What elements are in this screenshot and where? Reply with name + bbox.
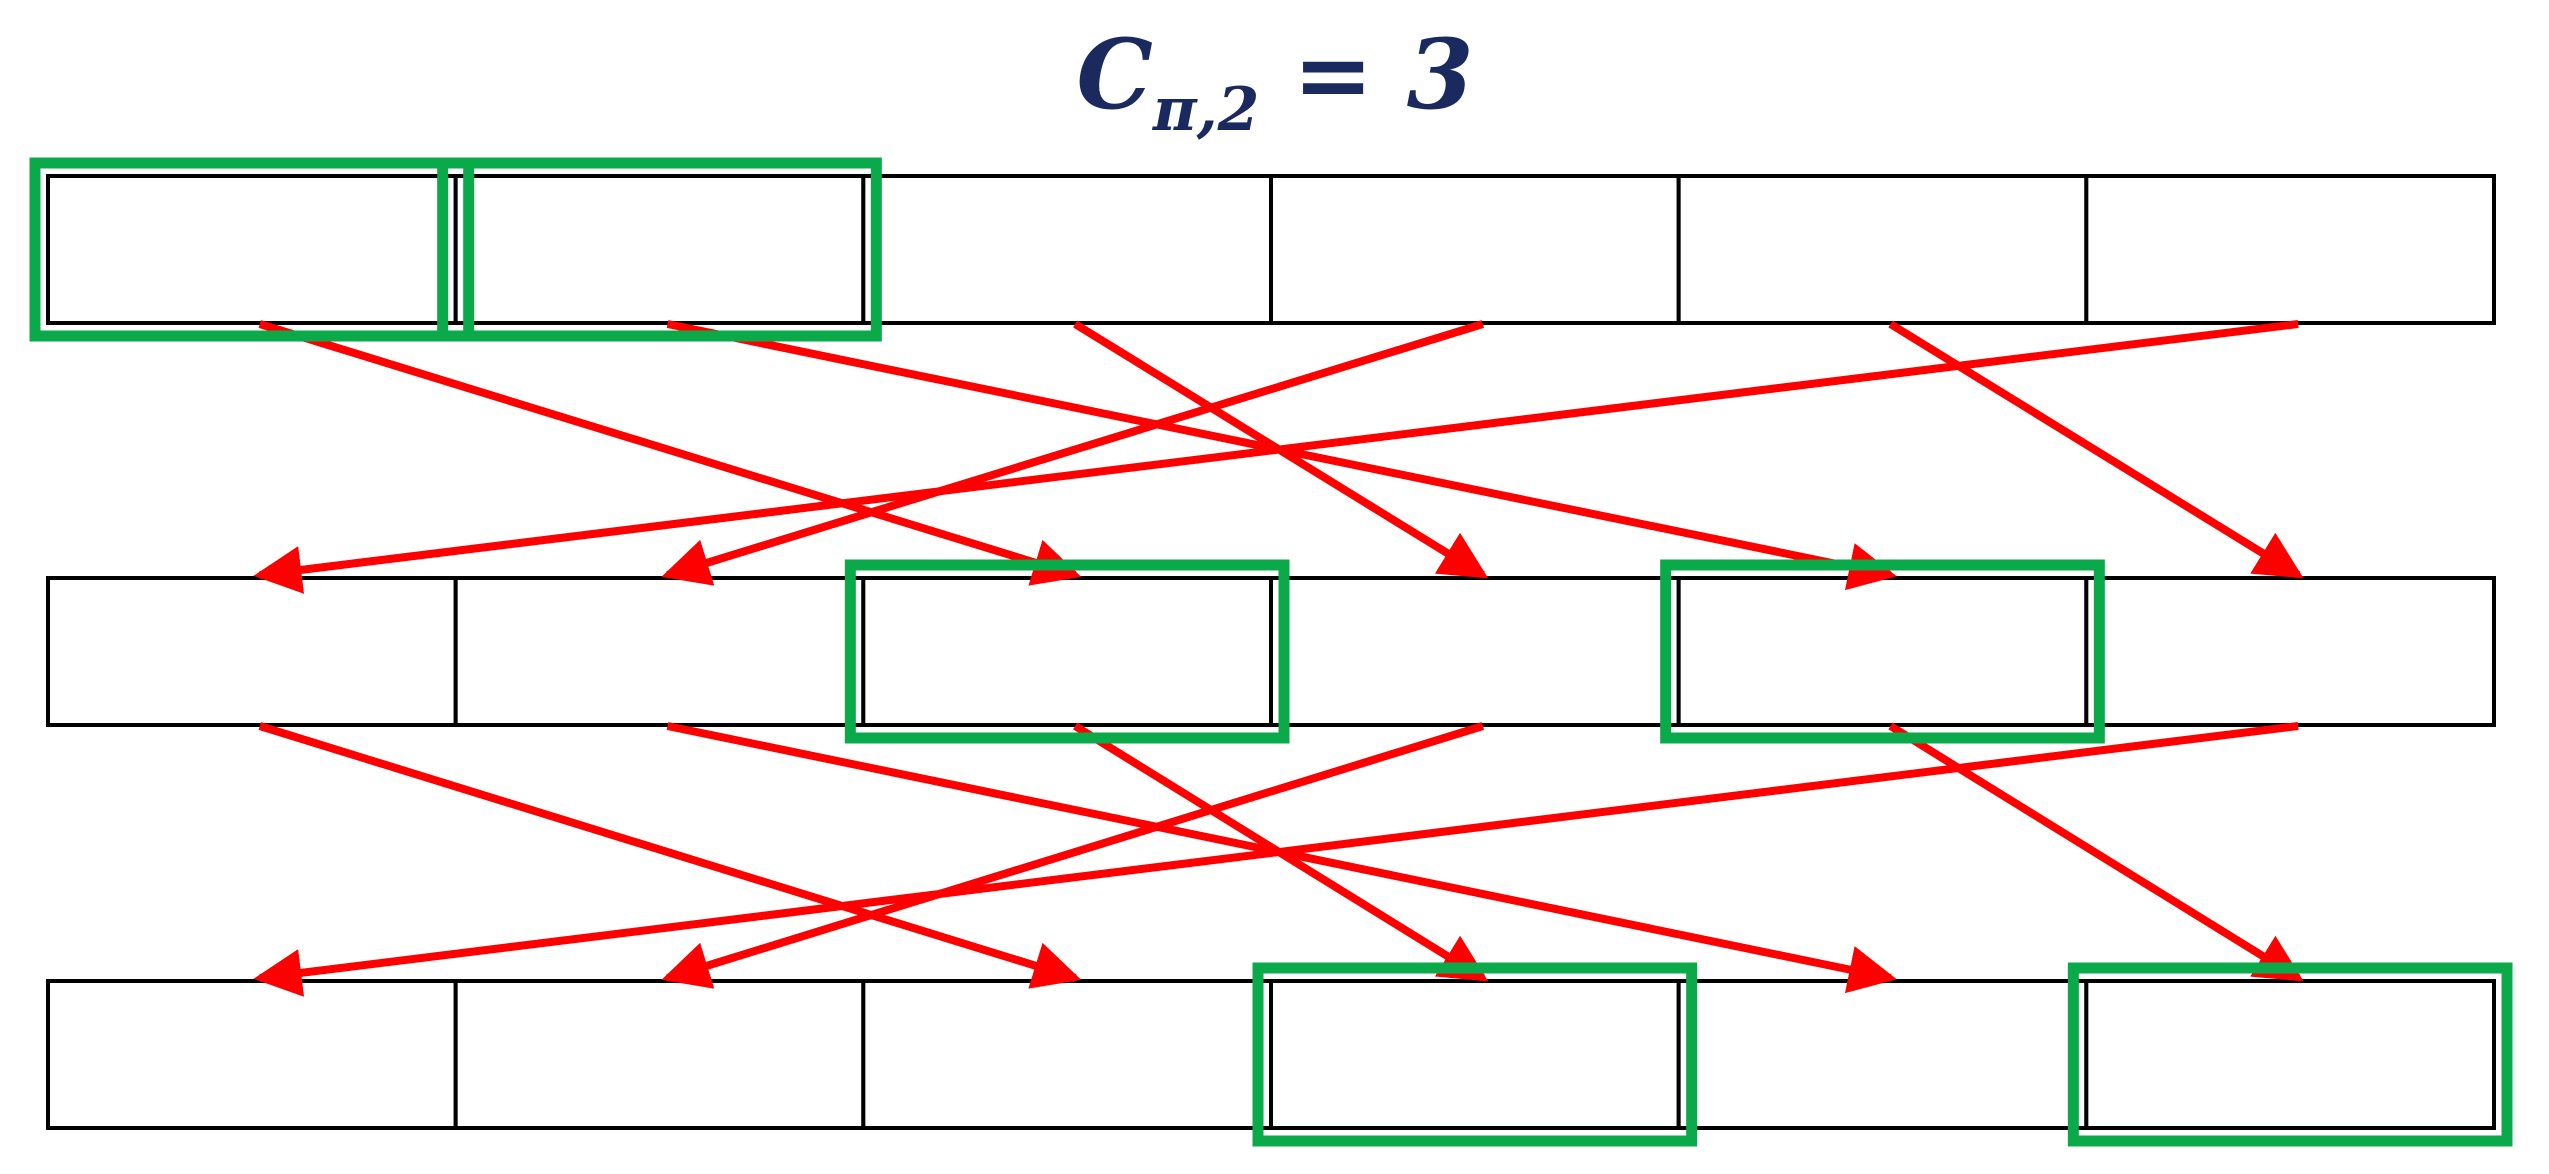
highlight-box-r2-c3 <box>1252 962 1698 1147</box>
grid-cell-r0-c0 <box>46 174 458 325</box>
mapping-arrow-r1-c5-to-c0 <box>253 722 2299 997</box>
mapping-arrow-r0-c5-to-c0 <box>253 320 2299 594</box>
grid-cell-r2-c5 <box>2084 979 2496 1130</box>
grid-cell-r0-c5 <box>2084 174 2496 325</box>
grid-cell-r0-c4 <box>1676 174 2089 325</box>
highlight-box-r0-c0 <box>29 157 475 342</box>
grid-cell-r2-c2 <box>861 979 1273 1130</box>
grid-cell-r0-c1 <box>453 174 866 325</box>
mapping-arrow-r0-c4-to-c5 <box>1888 320 2304 579</box>
mapping-arrow-r1-c0-to-c2 <box>258 722 1082 989</box>
grid-cell-r2-c3 <box>1269 979 1681 1130</box>
grid-cells <box>46 174 2496 1130</box>
mapping-arrow-r0-c3-to-c1 <box>661 320 1485 586</box>
mapping-arrow-r0-c0-to-c2 <box>258 320 1082 586</box>
title-subscript: π,2 <box>1152 75 1260 145</box>
grid-cell-r1-c2 <box>861 576 1273 727</box>
title-symbol: C <box>1076 18 1152 131</box>
grid-cell-r2-c0 <box>46 979 458 1130</box>
grid-cell-r1-c5 <box>2084 576 2496 727</box>
grid-cell-r1-c1 <box>453 576 866 727</box>
highlight-box-r1-c2 <box>844 559 1290 744</box>
diagram-title: Cπ,2 = 3 <box>1076 18 1473 145</box>
highlighted-cells <box>29 157 2513 1147</box>
grid-cell-r1-c0 <box>46 576 458 727</box>
highlight-box-r0-c1 <box>437 157 882 342</box>
highlight-box-r1-c4 <box>1660 559 2105 744</box>
mapping-arrows <box>253 320 2304 997</box>
mapping-arrow-r1-c3-to-c1 <box>661 722 1485 989</box>
grid-cell-r2-c4 <box>1676 979 2089 1130</box>
grid-cell-r0-c2 <box>861 174 1273 325</box>
highlight-box-r2-c5 <box>2067 962 2513 1147</box>
title-equals: = 3 <box>1259 18 1473 131</box>
grid-cell-r1-c4 <box>1676 576 2089 727</box>
grid-cell-r1-c3 <box>1269 576 1681 727</box>
grid-cell-r2-c1 <box>453 979 866 1130</box>
grid-cell-r0-c3 <box>1269 174 1681 325</box>
mapping-arrow-r1-c4-to-c5 <box>1888 722 2304 982</box>
